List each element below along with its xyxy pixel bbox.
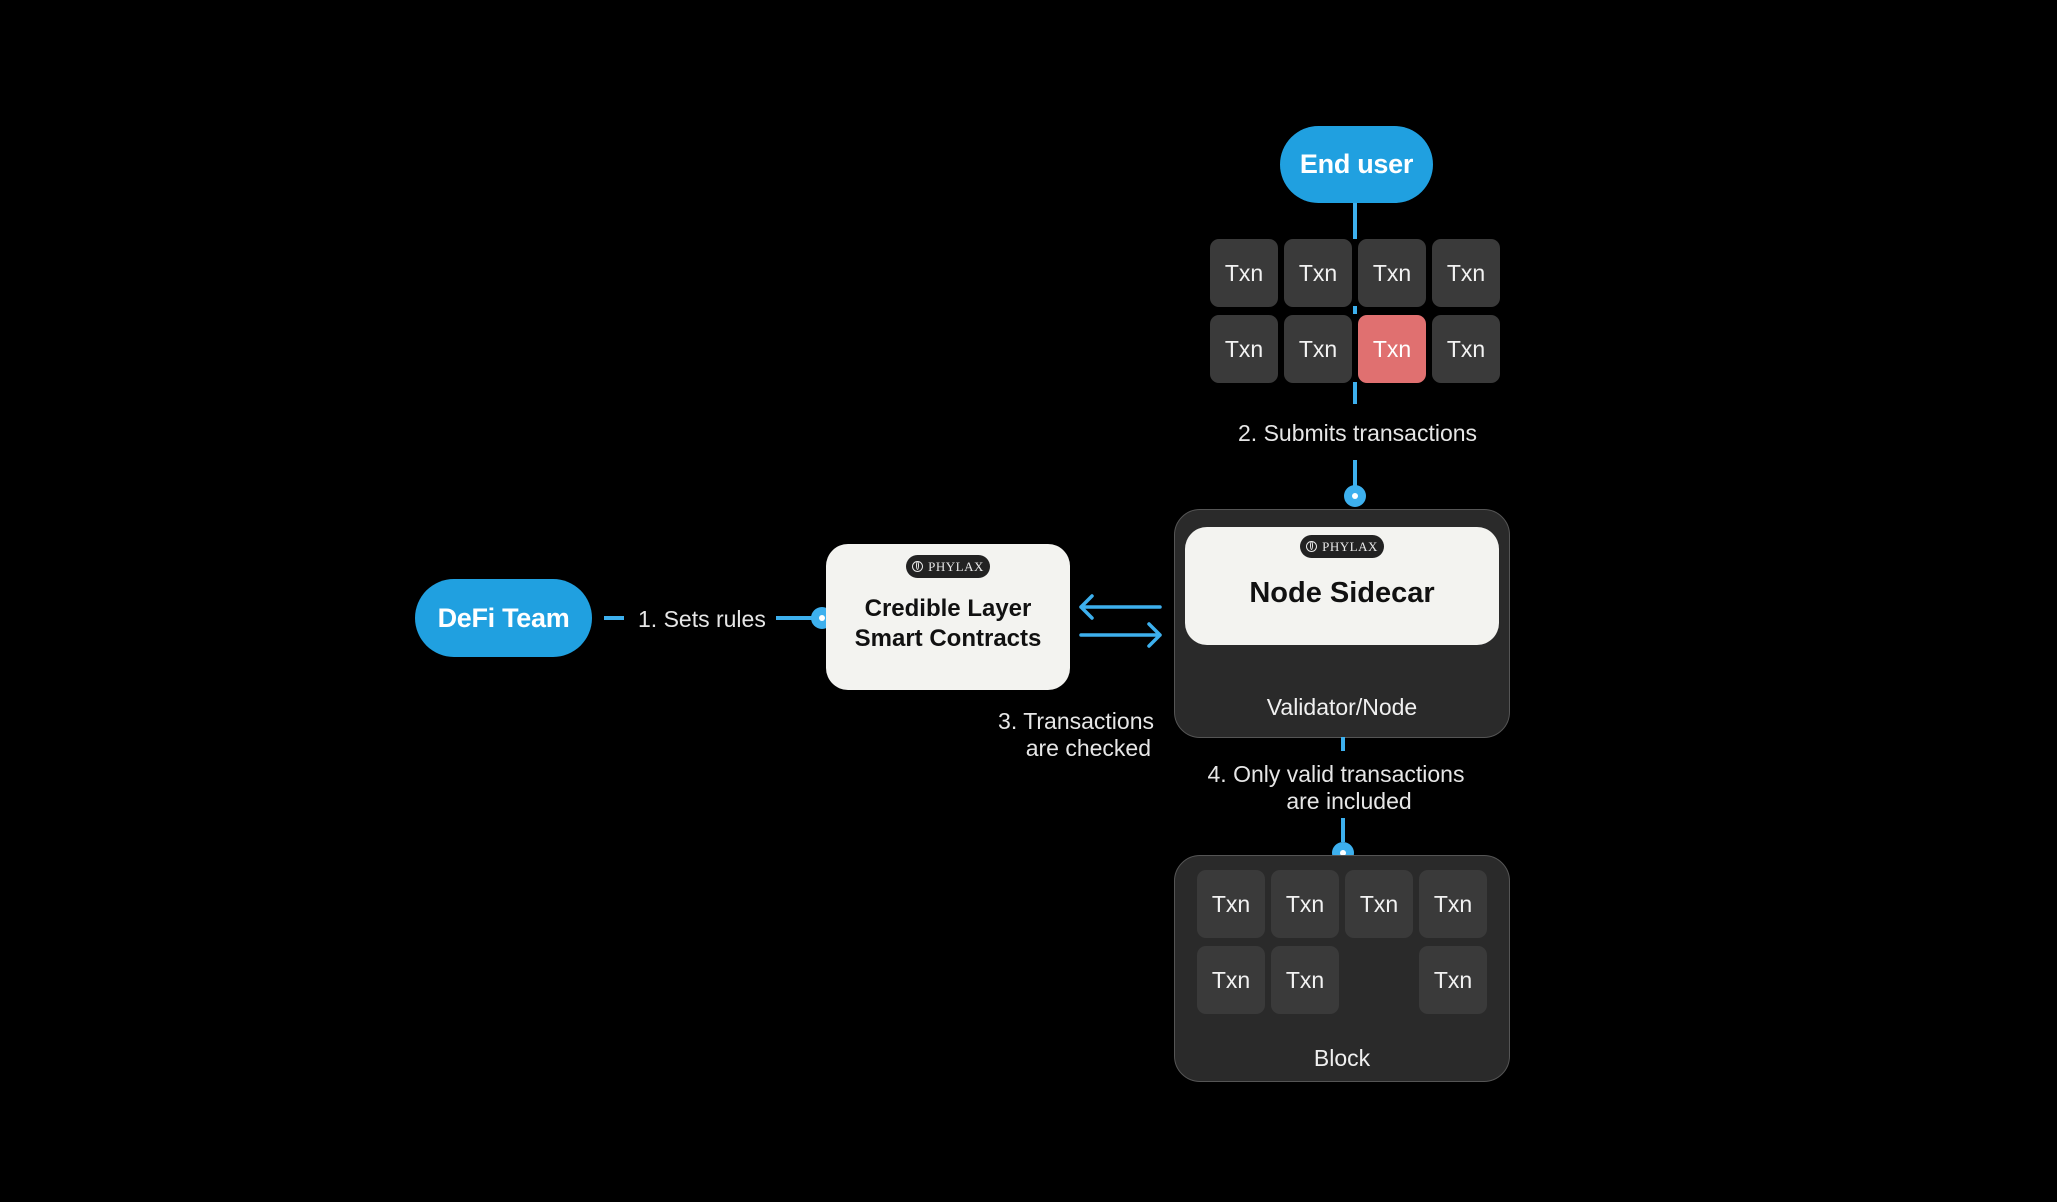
smart-contracts-title-line1: Credible Layer xyxy=(864,595,1032,622)
grid-down-connector xyxy=(1353,382,1357,404)
include-connector-top xyxy=(1341,737,1345,751)
bidirectional-arrows xyxy=(1079,594,1162,648)
phylax-badge: PHYLAX xyxy=(906,555,990,578)
globe-icon xyxy=(1306,541,1318,552)
txn-tile: Txn xyxy=(1210,239,1278,307)
step1-label: 1. Sets rules xyxy=(638,606,766,632)
step3-label-line2: are checked xyxy=(1025,735,1151,761)
block-label: Block xyxy=(1313,1045,1371,1071)
block-txn-tile: Txn xyxy=(1345,870,1413,938)
defi-team-node: DeFi Team xyxy=(415,579,592,657)
step4-label-line2: are included xyxy=(1286,788,1412,814)
block-txn-tile: Txn xyxy=(1197,946,1265,1014)
submit-connector-dot xyxy=(1344,485,1366,507)
block-txn-tile: Txn xyxy=(1271,946,1339,1014)
phylax-badge: PHYLAX xyxy=(1300,535,1384,558)
block-txn-tile: Txn xyxy=(1419,946,1487,1014)
block-txn-tile: Txn xyxy=(1419,870,1487,938)
globe-icon xyxy=(912,561,924,572)
arrow-left-icon xyxy=(1079,594,1162,620)
validator-node-panel: PHYLAX Node Sidecar Validator/Node xyxy=(1174,509,1510,738)
arrow-right-icon xyxy=(1079,622,1162,648)
validator-node-label: Validator/Node xyxy=(1266,694,1418,720)
grid-gap-connector xyxy=(1353,306,1357,314)
rules-connector-left xyxy=(604,616,624,620)
block-txn-tile: Txn xyxy=(1197,870,1265,938)
submit-connector xyxy=(1353,460,1357,492)
step3-label-line1: 3. Transactions xyxy=(998,708,1154,734)
node-sidecar-card: PHYLAX Node Sidecar xyxy=(1185,527,1499,645)
block-txn-tile: Txn xyxy=(1271,870,1339,938)
smart-contracts-card: PHYLAX Credible Layer Smart Contracts xyxy=(826,544,1070,690)
include-connector-bottom xyxy=(1341,818,1345,842)
txn-tile: Txn xyxy=(1210,315,1278,383)
step2-label: 2. Submits transactions xyxy=(1238,420,1478,446)
flagged-txn-tile: Txn xyxy=(1358,315,1426,383)
end-user-connector xyxy=(1353,203,1357,239)
txn-tile: Txn xyxy=(1432,315,1500,383)
step4-label-line1: 4. Only valid transactions xyxy=(1207,761,1465,787)
node-sidecar-title: Node Sidecar xyxy=(1249,577,1435,609)
txn-tile: Txn xyxy=(1284,239,1352,307)
smart-contracts-title-line2: Smart Contracts xyxy=(854,625,1042,652)
txn-tile: Txn xyxy=(1432,239,1500,307)
rules-connector-right xyxy=(776,616,812,620)
txn-tile: Txn xyxy=(1284,315,1352,383)
txn-tile: Txn xyxy=(1358,239,1426,307)
end-user-node: End user xyxy=(1280,126,1433,203)
